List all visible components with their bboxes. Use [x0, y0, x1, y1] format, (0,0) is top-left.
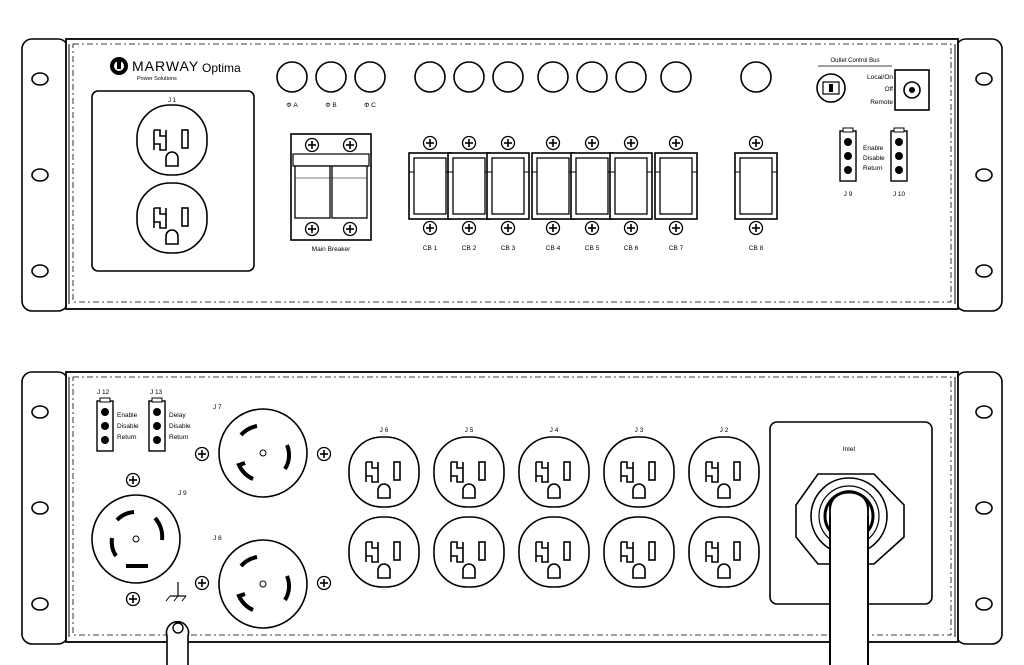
outlet-group-label: J 6 [380, 427, 389, 434]
brand-sub: Power Solutions [137, 76, 177, 82]
front-panel: MARWAY Power Solutions Optima J 1 Φ A Φ B… [21, 38, 1003, 312]
front-outlet-panel [91, 90, 255, 272]
rear-pin-return: Return [117, 434, 137, 441]
front-outlet-upper[interactable] [136, 104, 208, 176]
rear-outlet[interactable] [518, 516, 590, 588]
rear-pin-disable: Disable [117, 423, 139, 430]
front-pin-enable: Enable [863, 145, 884, 152]
phase-label: Φ B [325, 102, 336, 109]
indicator-lamp [276, 61, 308, 93]
front-pin-return: Return [863, 165, 883, 172]
twistlock-j7-label: J 7 [213, 404, 222, 411]
mode-local-on: Local/On [867, 74, 893, 81]
power-inlet[interactable]: Inlet [769, 421, 933, 665]
breaker-label: CB 5 [585, 245, 600, 252]
main-breaker[interactable] [290, 133, 372, 241]
front-outlet-label: J 1 [168, 98, 177, 104]
twistlock-j7[interactable] [217, 407, 309, 499]
front-outlet-lower[interactable] [136, 182, 208, 254]
rear-outlet[interactable] [518, 436, 590, 508]
rear-pin-return-2: Return [169, 434, 189, 441]
rear-connector-j12-label: J 12 [97, 389, 110, 396]
indicator-lamp [576, 61, 608, 93]
control-bus-title: Outlet Control Bus [830, 58, 879, 64]
rear-connector-j12[interactable] [96, 397, 114, 452]
inlet-label: Inlet [843, 446, 855, 453]
breaker-label: CB 2 [462, 245, 477, 252]
rear-outlet[interactable] [433, 436, 505, 508]
rear-pin-delay: Delay [169, 412, 186, 419]
rear-panel: J 12 Enable Disable Return J 13 Delay Di… [21, 371, 1003, 665]
front-connector-j10-label: J 10 [893, 191, 906, 198]
breaker-label: CB 7 [669, 245, 684, 252]
indicator-lamp [660, 61, 692, 93]
indicator-lamps [276, 61, 772, 93]
breaker-label: CB 1 [423, 245, 438, 252]
rear-connector-j13[interactable] [148, 397, 166, 452]
outlet-control-bus: Outlet Control Bus Local/On Off Remote [816, 58, 930, 111]
front-connector-j9[interactable] [839, 127, 857, 182]
indicator-lamp [315, 61, 347, 93]
front-connector-j9-label: J 9 [844, 191, 853, 198]
twistlock-j9-label: J 9 [178, 490, 187, 497]
outlet-group-label: J 3 [635, 427, 644, 434]
rear-outlet[interactable] [688, 516, 760, 588]
rear-connector-j13-label: J 13 [150, 389, 163, 396]
breaker-label: CB 8 [749, 245, 764, 252]
indicator-lamp [492, 61, 524, 93]
indicator-lamp [453, 61, 485, 93]
remote-port[interactable] [894, 69, 930, 111]
model-name: Optima [202, 61, 241, 75]
mode-off: Off [884, 86, 893, 93]
breaker-label: CB 3 [501, 245, 516, 252]
indicator-lamp [354, 61, 386, 93]
twistlock-j8[interactable] [217, 538, 309, 630]
breaker-label: CB 4 [546, 245, 561, 252]
indicator-lamp [537, 61, 569, 93]
rear-outlet[interactable] [688, 436, 760, 508]
phase-label: Φ C [364, 102, 376, 109]
front-pin-disable: Disable [863, 155, 885, 162]
rear-outlet[interactable] [603, 516, 675, 588]
branch-breakers: CB 1 CB 2 CB 3 CB 4 CB 5 CB 6 CB 7 CB 8 [408, 135, 778, 252]
twistlock-j9[interactable] [91, 494, 181, 584]
marway-logo: MARWAY Power Solutions Optima [110, 57, 241, 82]
indicator-lamp [414, 61, 446, 93]
indicator-lamp [615, 61, 647, 93]
outlet-group-label: J 4 [550, 427, 559, 434]
brand-name: MARWAY [132, 58, 199, 74]
outlet-group-label: J 5 [465, 427, 474, 434]
rear-outlet[interactable] [348, 436, 420, 508]
rear-pin-enable: Enable [117, 412, 138, 419]
phase-label: Φ A [286, 102, 298, 109]
rear-outlet[interactable] [433, 516, 505, 588]
rear-pin-disable-2: Disable [169, 423, 191, 430]
ground-lug [165, 582, 190, 665]
rear-outlet-grid: J 6 J 5 J 4 J 3 J 2 [348, 427, 760, 588]
mode-remote: Remote [870, 99, 893, 106]
twistlock-j8-label: J 8 [213, 535, 222, 542]
main-breaker-label: Main Breaker [312, 246, 351, 253]
front-connector-j10[interactable] [890, 127, 908, 182]
rear-outlet[interactable] [348, 516, 420, 588]
indicator-lamp [740, 61, 772, 93]
breaker-label: CB 6 [624, 245, 639, 252]
rear-outlet[interactable] [603, 436, 675, 508]
outlet-group-label: J 2 [720, 427, 729, 434]
